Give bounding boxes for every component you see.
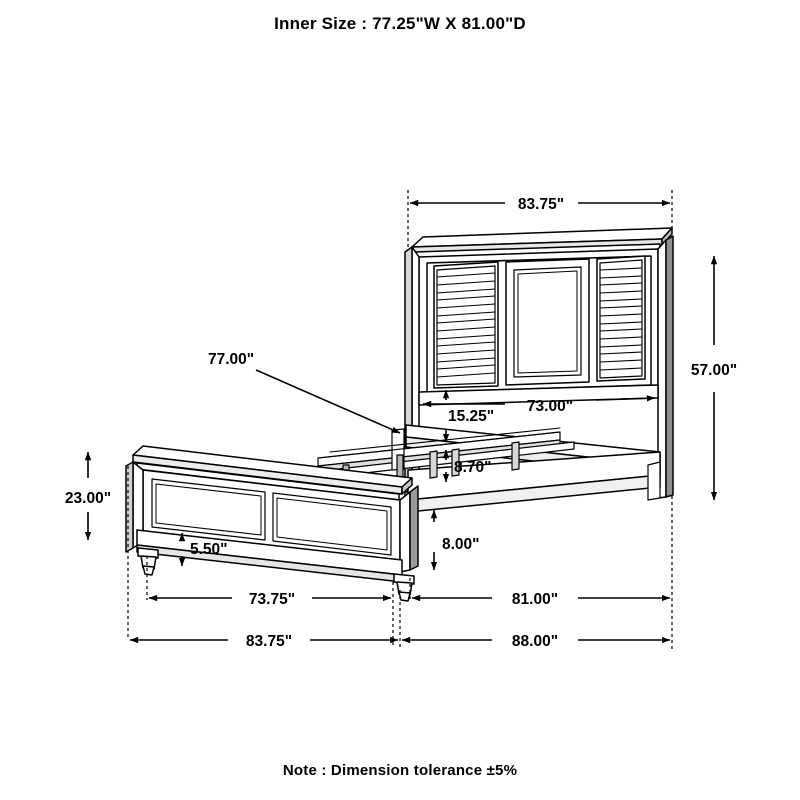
dim-label-bed-inner-length: 81.00"	[512, 591, 558, 608]
dimension-lines	[84, 199, 718, 644]
far-leg	[647, 461, 661, 501]
dim-label-panel-drop: 15.25"	[448, 408, 494, 425]
dim-headboard-inner-width	[422, 395, 656, 408]
dim-label-footboard-height: 23.00"	[65, 490, 111, 507]
page-title: Inner Size : 77.25"W X 81.00"D	[274, 14, 526, 33]
dim-mattress-callout-leader	[255, 369, 401, 434]
dim-label-footboard-width: 73.75"	[249, 591, 295, 608]
headboard	[404, 227, 674, 506]
dim-label-slat-clearance: 8.70"	[454, 459, 492, 476]
dim-label-mattress-callout: 77.00"	[208, 351, 254, 368]
footboard	[125, 445, 419, 602]
dim-label-headboard-height: 57.00"	[691, 362, 737, 379]
dim-label-footboard-outer-width: 83.75"	[246, 633, 292, 650]
dim-label-rail-clearance: 8.00"	[442, 536, 480, 553]
dim-label-foot-clearance: 5.50"	[190, 541, 228, 558]
dim-label-bed-overall-length: 88.00"	[512, 633, 558, 650]
tolerance-note: Note : Dimension tolerance ±5%	[282, 762, 518, 779]
bed-geometry	[125, 227, 674, 602]
dim-label-headboard-width: 83.75"	[518, 196, 564, 213]
dim-label-headboard-inner-width: 73.00"	[527, 398, 573, 415]
